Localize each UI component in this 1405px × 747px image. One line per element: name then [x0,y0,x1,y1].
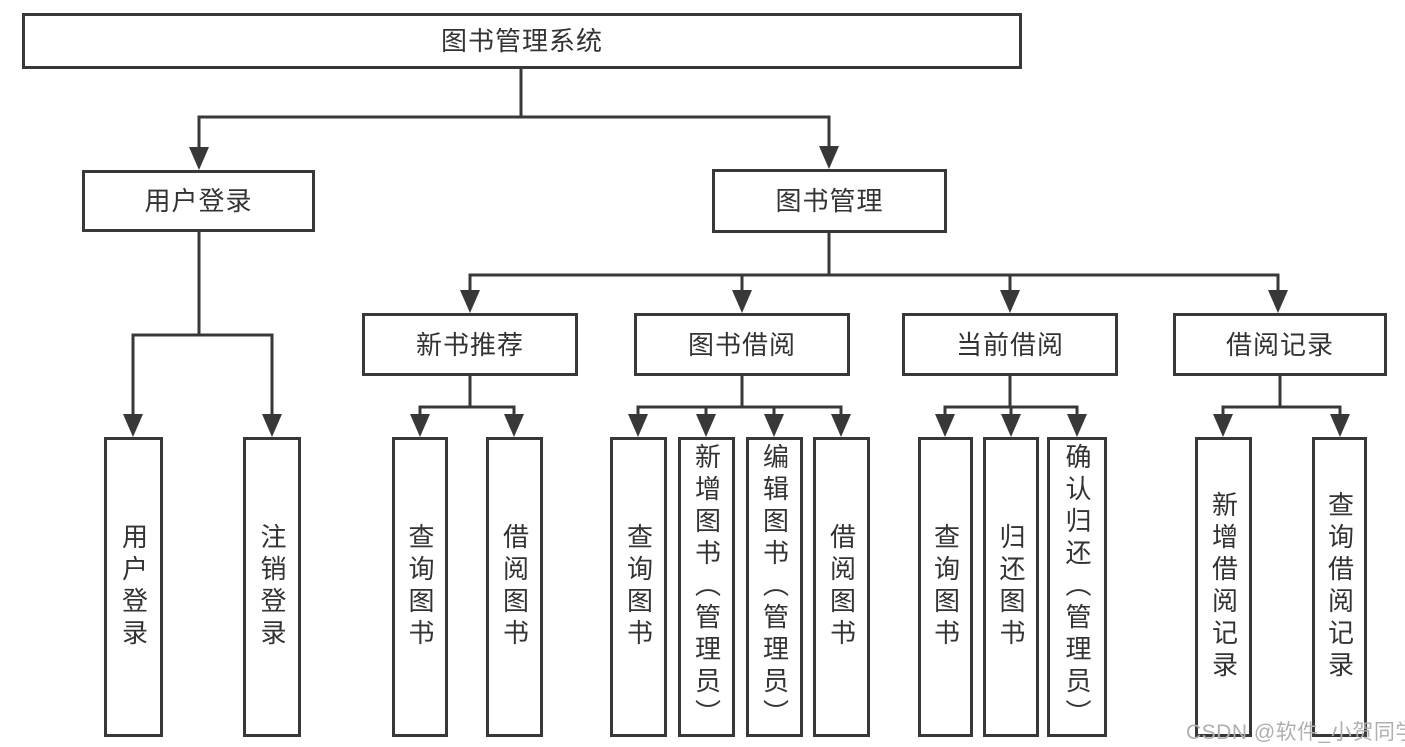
node-leaf-query-book-1: 查询图书 [392,437,448,737]
node-label: 查询图书 [405,523,435,651]
node-leaf-add-book: 新增图书（管理员） [678,437,735,737]
arrowhead-icon [696,414,716,437]
arrowhead-icon [460,290,480,313]
node-leaf-edit-book: 编辑图书（管理员） [746,437,803,737]
node-book-mgmt: 图书管理 [712,169,947,233]
arrowhead-icon [1268,290,1288,313]
node-label: 借阅记录 [1225,329,1334,360]
node-label: 借阅图书 [826,523,857,651]
node-new-book-rec: 新书推荐 [362,313,578,376]
node-leaf-add-record: 新增借阅记录 [1195,437,1252,737]
arrowhead-icon [628,414,648,437]
connector-user-login-branch [123,232,282,437]
arrowhead-icon [1067,414,1087,437]
node-label: 用户登录 [144,186,253,216]
node-leaf-query-record: 查询借阅记录 [1312,437,1367,737]
watermark-text: CSDN @软件_小贺同学 [1186,721,1405,744]
node-leaf-confirm-return: 确认归还（管理员） [1047,437,1107,737]
arrowhead-icon [1001,414,1021,437]
node-label: 图书管理 [775,186,884,216]
arrowhead-icon [410,414,430,437]
node-label: 用户登录 [118,523,149,651]
arrowhead-icon [123,414,143,437]
connector-new-book-rec-branch [410,376,524,437]
node-root: 图书管理系统 [22,13,1022,69]
node-leaf-user-login: 用户登录 [104,437,163,737]
node-user-login: 用户登录 [82,170,315,232]
node-leaf-borrow-book-1: 借阅图书 [486,437,543,737]
connector-current-borrow-branch [935,376,1087,437]
node-leaf-return-book: 归还图书 [983,437,1039,737]
arrowhead-icon [262,414,282,437]
connector-book-borrow-branch [628,376,851,437]
node-label: 新增图书（管理员） [691,443,722,731]
arrowhead-icon [819,146,839,169]
node-label: 图书借阅 [687,329,796,360]
arrowhead-icon [831,414,851,437]
node-label: 当前借阅 [955,329,1064,360]
arrowhead-icon [504,414,524,437]
node-label: 借阅图书 [499,523,530,651]
arrowhead-icon [1330,414,1350,437]
node-label: 查询借阅记录 [1324,491,1355,683]
arrowhead-icon [732,290,752,313]
node-current-borrow: 当前借阅 [902,313,1118,376]
node-leaf-query-book-3: 查询图书 [918,437,973,737]
arrowhead-icon [1000,290,1020,313]
node-label: 归还图书 [996,523,1026,651]
node-leaf-query-book-2: 查询图书 [610,437,667,737]
connector-book-mgmt-branch [460,233,1288,313]
arrowhead-icon [189,147,209,170]
node-label: 新增借阅记录 [1208,491,1239,683]
node-borrow-records: 借阅记录 [1173,313,1387,376]
node-label: 查询图书 [930,523,961,651]
node-label: 查询图书 [623,523,654,651]
connector-borrow-records-branch [1213,376,1350,437]
arrowhead-icon [935,414,955,437]
arrowhead-icon [1213,414,1233,437]
node-leaf-logout: 注销登录 [243,437,301,737]
node-label: 注销登录 [257,523,287,651]
node-label: 新书推荐 [415,329,524,360]
node-label: 图书管理系统 [440,26,603,56]
node-label: 确认归还（管理员） [1062,443,1092,731]
connector-root-branch [189,69,839,170]
node-leaf-borrow-book-2: 借阅图书 [813,437,870,737]
node-book-borrow: 图书借阅 [634,313,850,376]
arrowhead-icon [764,414,784,437]
node-label: 编辑图书（管理员） [759,443,790,731]
